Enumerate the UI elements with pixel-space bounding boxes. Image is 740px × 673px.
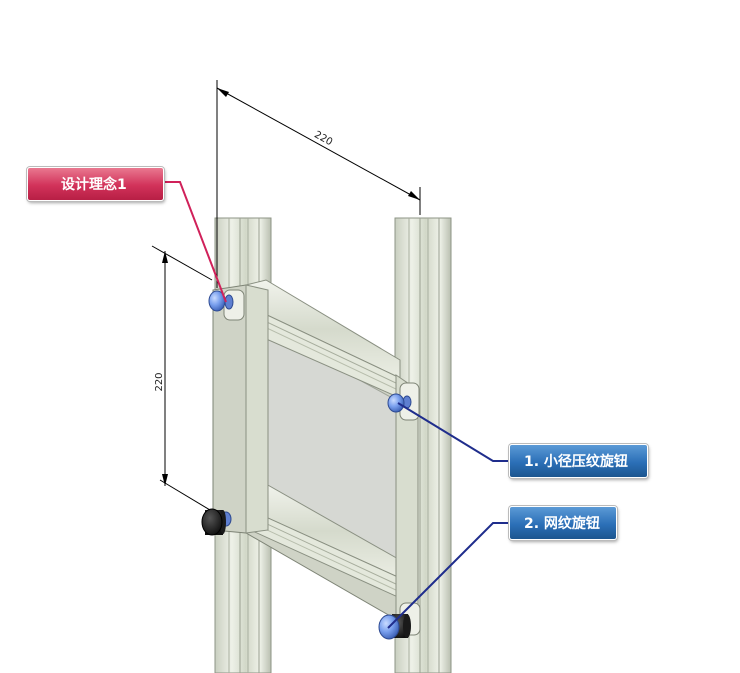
small-knob-callout[interactable]: 1. 小径压纹旋钮 — [509, 444, 648, 478]
leader-knurled-knob — [387, 522, 509, 629]
leader-small-knob — [397, 402, 509, 462]
dimension-label-horizontal: 220 — [312, 129, 334, 148]
knurled-knob-bottom-right — [378, 614, 411, 640]
knurled-knob-left — [201, 508, 232, 536]
small-knob-top-left — [208, 290, 234, 312]
dimension-vertical: 220 — [151, 245, 213, 511]
dimension-label-vertical: 220 — [154, 372, 165, 391]
leader-design-concept — [164, 181, 227, 303]
design-concept-callout[interactable]: 设计理念1 — [27, 167, 164, 201]
knurled-knob-callout[interactable]: 2. 网纹旋钮 — [509, 506, 617, 540]
